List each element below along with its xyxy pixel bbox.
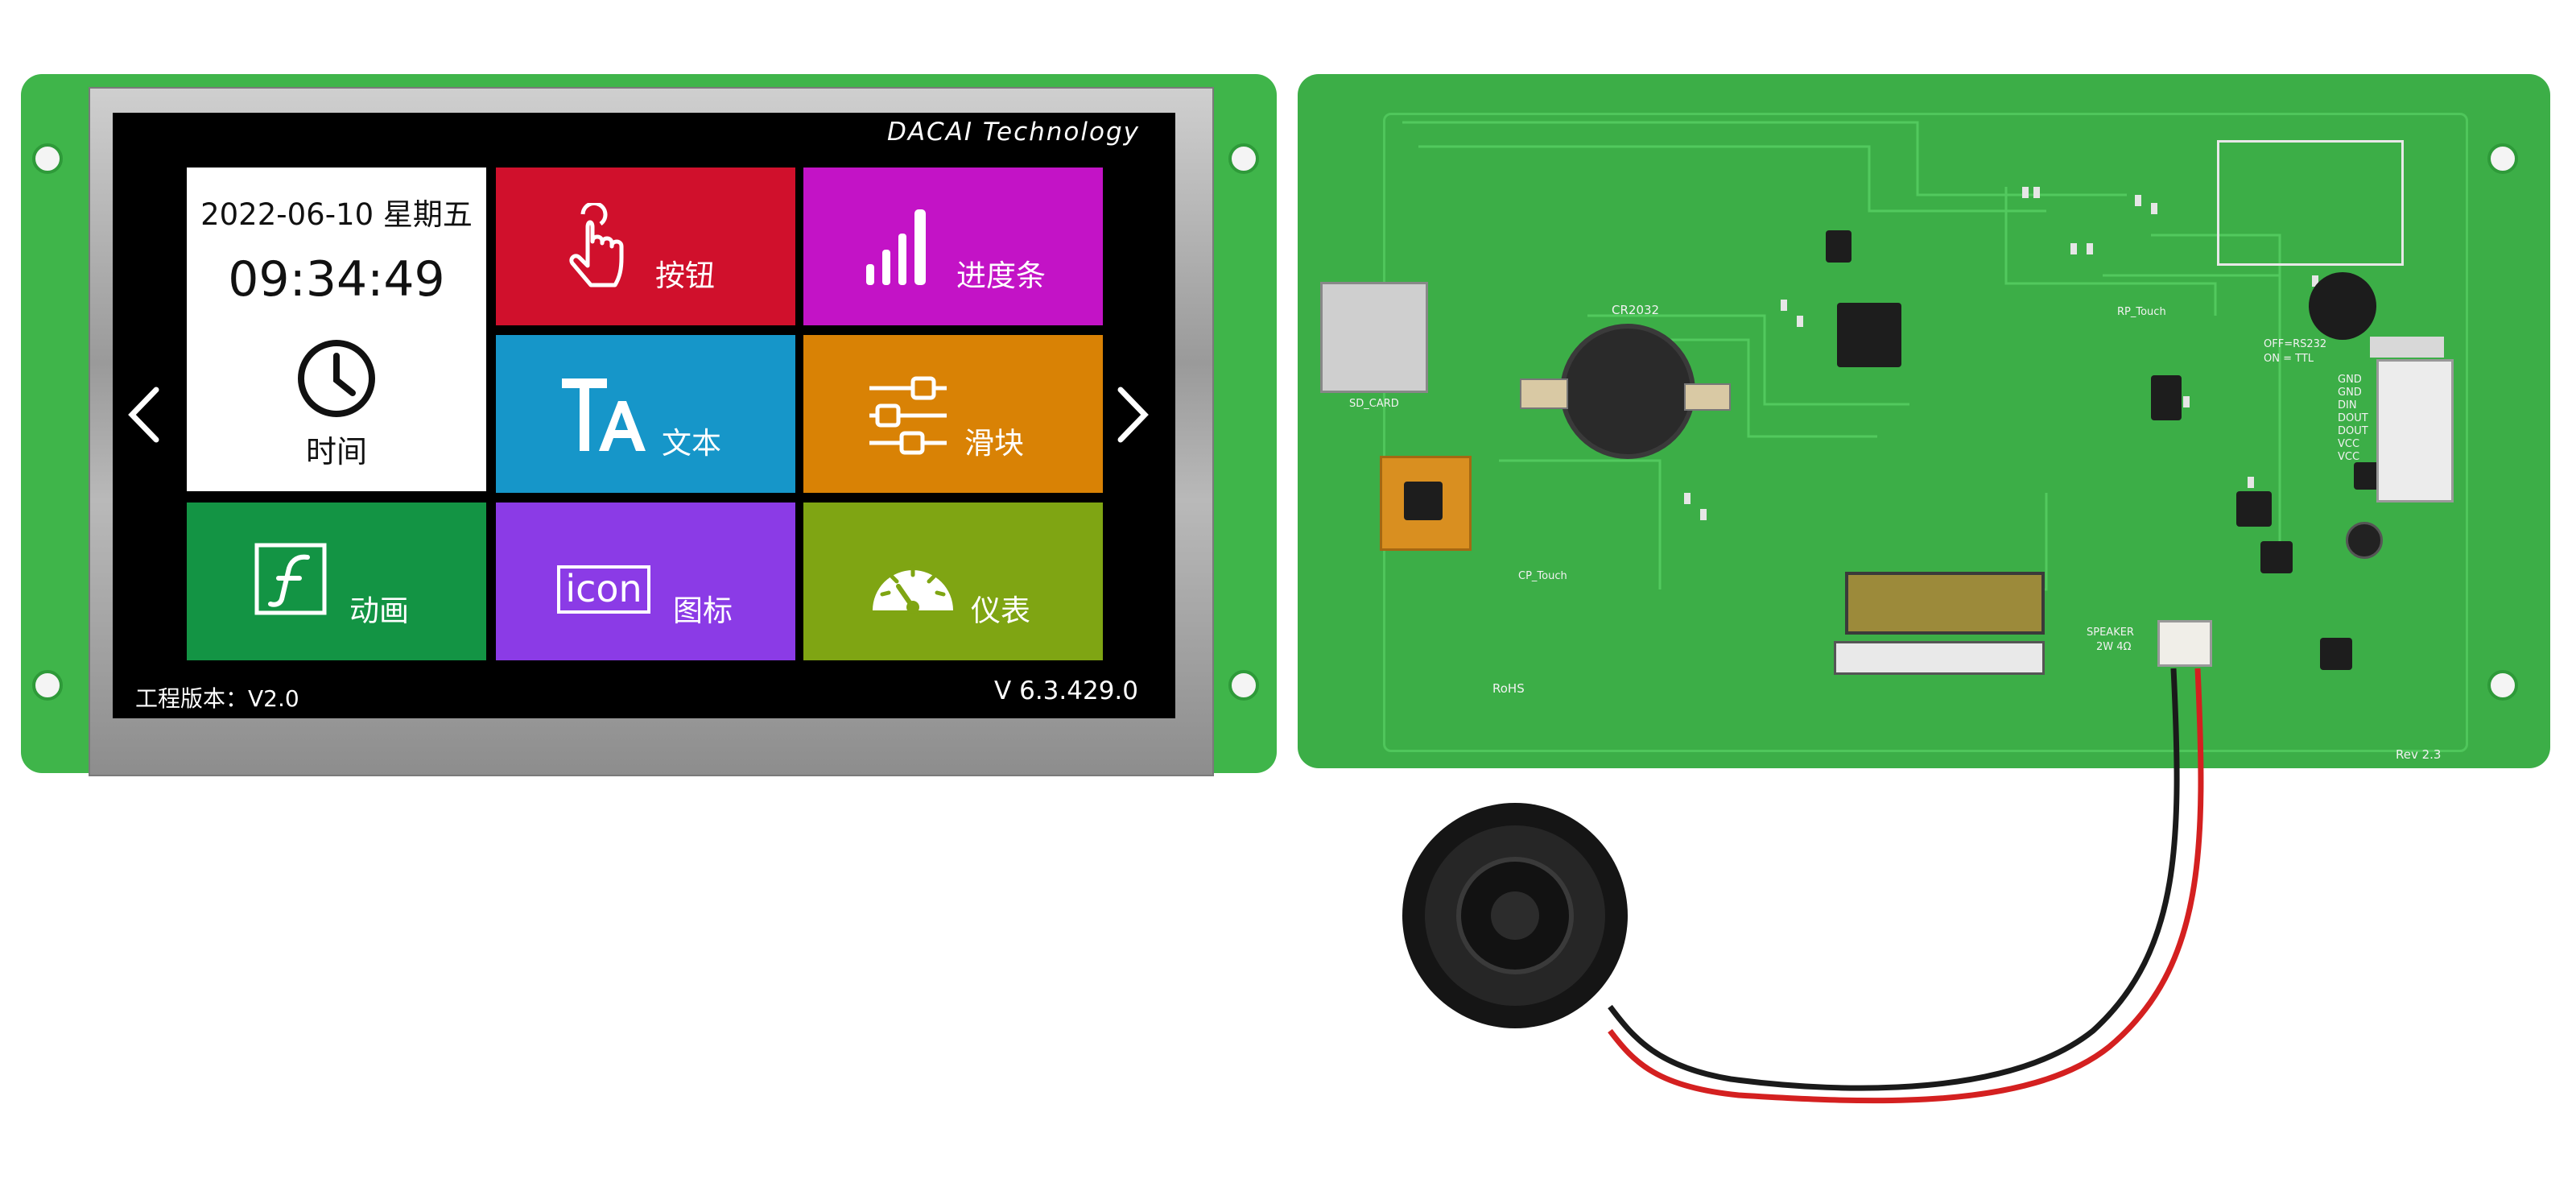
rs232-label: OFF=RS232: [2264, 338, 2327, 350]
firmware-version-text: V 6.3.429.0: [994, 676, 1138, 705]
capacitor: [2346, 522, 2383, 559]
rohs-label: RoHS: [1492, 681, 1525, 696]
connector-label-strip: [2370, 337, 2444, 358]
sd-card-slot: [1320, 282, 1428, 393]
mount-hole: [32, 670, 63, 701]
touch-controller-chip: [1404, 482, 1443, 520]
gauge-tile-label: 仪表: [971, 594, 1030, 628]
battery-clip: [1520, 378, 1568, 409]
sd-card-label: SD_CARD: [1349, 398, 1399, 410]
speaker-connector: [2157, 620, 2212, 667]
icon-text-icon: icon: [557, 565, 650, 614]
text-tile-label: 文本: [662, 426, 721, 461]
inductor: [2236, 491, 2272, 527]
slider-tile-label: 滑块: [964, 426, 1024, 461]
speaker-wires: [1608, 668, 2204, 1104]
animation-tile-label: 动画: [349, 594, 409, 628]
pin-label: DOUT: [2338, 412, 2368, 424]
project-version-text: 工程版本：V2.0: [135, 685, 299, 712]
uart-connector: [2376, 359, 2454, 503]
slider-icon: [869, 376, 947, 455]
date-text: 2022-06-10 星期五: [200, 197, 473, 232]
pin-label: DOUT: [2338, 425, 2368, 437]
speaker-label: SPEAKER: [2087, 627, 2134, 639]
mount-hole: [2487, 143, 2518, 174]
button-tile[interactable]: 按钮: [496, 168, 795, 325]
pin-label: GND: [2338, 374, 2362, 386]
slider-tile[interactable]: 滑块: [803, 335, 1103, 493]
gauge-icon: [873, 565, 953, 614]
silkscreen-frame: [2217, 140, 2404, 266]
pin-label: DIN: [2338, 399, 2357, 412]
pin-label: VCC: [2338, 438, 2360, 450]
mcu-chip: [1837, 303, 1901, 367]
lcd-screen: DACAI Technology 2022-06-10 星期五 09:34:49…: [113, 113, 1175, 718]
signal-bars-icon: [866, 209, 926, 285]
rp-touch-label: RP_Touch: [2117, 306, 2166, 318]
speaker-power-label: 2W 4Ω: [2096, 641, 2132, 653]
lcd-fpc-connector: [1845, 572, 2045, 635]
pin-label: GND: [2338, 387, 2362, 399]
button-tile-label: 按钮: [655, 258, 715, 293]
ic-chip: [2151, 375, 2182, 420]
clock-icon: [298, 340, 375, 417]
battery-holder: [1560, 324, 1695, 459]
ic-chip: [2260, 541, 2293, 573]
cp-touch-label: CP_Touch: [1518, 570, 1567, 582]
ic-chip: [2320, 638, 2352, 670]
ttl-label: ON = TTL: [2264, 353, 2314, 365]
flash-icon: [254, 543, 327, 615]
mount-hole: [32, 143, 63, 174]
text-ta-icon: [562, 378, 646, 451]
battery-clip: [1684, 383, 1731, 411]
touch-hand-icon: [569, 203, 624, 287]
pin-label-list: GND GND DIN DOUT DOUT VCC VCC: [2338, 374, 2368, 464]
prev-arrow-icon[interactable]: [122, 378, 171, 451]
time-tile-label: 时间: [305, 434, 367, 469]
gauge-tile[interactable]: 仪表: [803, 503, 1103, 660]
icon-tile[interactable]: icon 图标: [496, 503, 795, 660]
brand-text: DACAI Technology: [886, 118, 1140, 147]
buzzer: [2309, 272, 2376, 340]
icon-tile-label: 图标: [673, 594, 733, 628]
progress-bar-tile-label: 进度条: [956, 258, 1046, 293]
mount-hole: [2487, 670, 2518, 701]
progress-bar-tile[interactable]: 进度条: [803, 168, 1103, 325]
pcb-trace-outline: [1383, 113, 2468, 752]
pin-label: VCC: [2338, 451, 2360, 463]
time-text: 09:34:49: [228, 251, 445, 308]
speaker: [1402, 803, 1628, 1028]
mount-hole: [1228, 143, 1259, 174]
revision-label: Rev 2.3: [2396, 747, 2442, 762]
animation-tile[interactable]: 动画: [187, 503, 486, 660]
time-tile[interactable]: 2022-06-10 星期五 09:34:49 时间: [187, 168, 486, 491]
next-arrow-icon[interactable]: [1106, 378, 1154, 451]
fpc-latch: [1834, 641, 2045, 675]
ic-chip: [1826, 230, 1852, 263]
mount-hole: [1228, 670, 1259, 701]
text-tile[interactable]: 文本: [496, 335, 795, 493]
icon-text-icon-label: icon: [565, 567, 642, 610]
cr2032-label: CR2032: [1612, 303, 1660, 317]
